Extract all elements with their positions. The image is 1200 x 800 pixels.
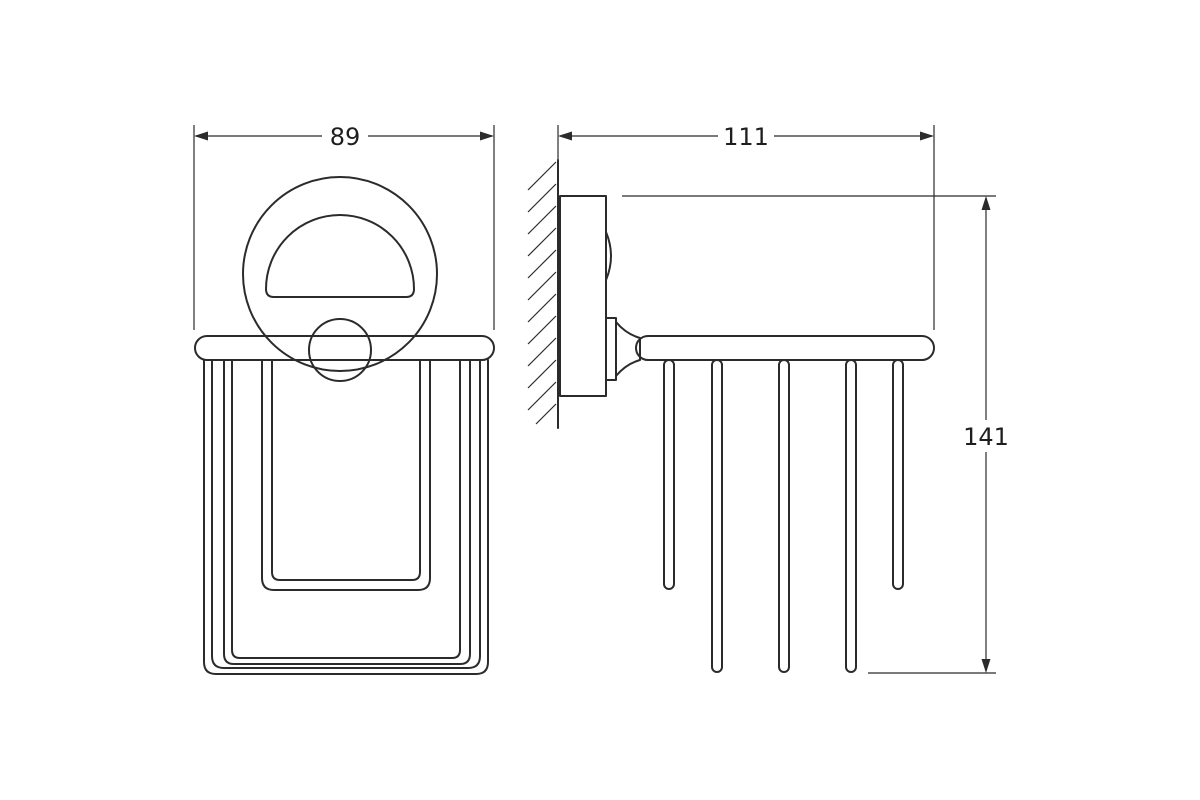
arrow-top xyxy=(981,196,991,210)
arm-neck xyxy=(615,321,641,377)
wire-long-3 xyxy=(845,359,857,673)
front-view: 89 xyxy=(193,123,495,675)
side-view: 111 141 xyxy=(527,123,1009,674)
fixing-boss xyxy=(308,318,372,382)
basket-rim xyxy=(194,335,495,361)
central-support-inner xyxy=(271,359,421,581)
plate-cutout xyxy=(265,214,415,298)
inner-wire-loop xyxy=(223,359,471,665)
wire-long-1 xyxy=(711,359,723,673)
basket-top-rail xyxy=(635,335,935,361)
arrow-bottom xyxy=(981,659,991,673)
wire-short-2 xyxy=(892,359,904,590)
dimension-depth: 111 xyxy=(557,123,935,330)
arm-collar xyxy=(605,317,617,381)
dimension-label-depth: 111 xyxy=(723,123,769,151)
arrow-left xyxy=(194,131,208,141)
outer-wire-loop-2 xyxy=(211,359,481,669)
dimension-height: 141 xyxy=(622,195,1009,674)
inner-wire-loop-2 xyxy=(231,359,461,659)
wall-hatching xyxy=(527,159,559,429)
wire-long-2 xyxy=(778,359,790,673)
dimension-label-width: 89 xyxy=(330,123,361,151)
arrow-right xyxy=(920,131,934,141)
arrow-right xyxy=(480,131,494,141)
outer-wire-loop xyxy=(203,359,489,675)
wall-flange xyxy=(559,195,607,397)
flange-curve xyxy=(605,231,612,281)
dimension-label-height: 141 xyxy=(963,423,1009,451)
central-support-outer xyxy=(261,359,431,591)
wire-short-1 xyxy=(663,359,675,590)
dimension-width: 89 xyxy=(193,123,495,330)
wall-plate-circle xyxy=(242,176,438,372)
arrow-left xyxy=(558,131,572,141)
